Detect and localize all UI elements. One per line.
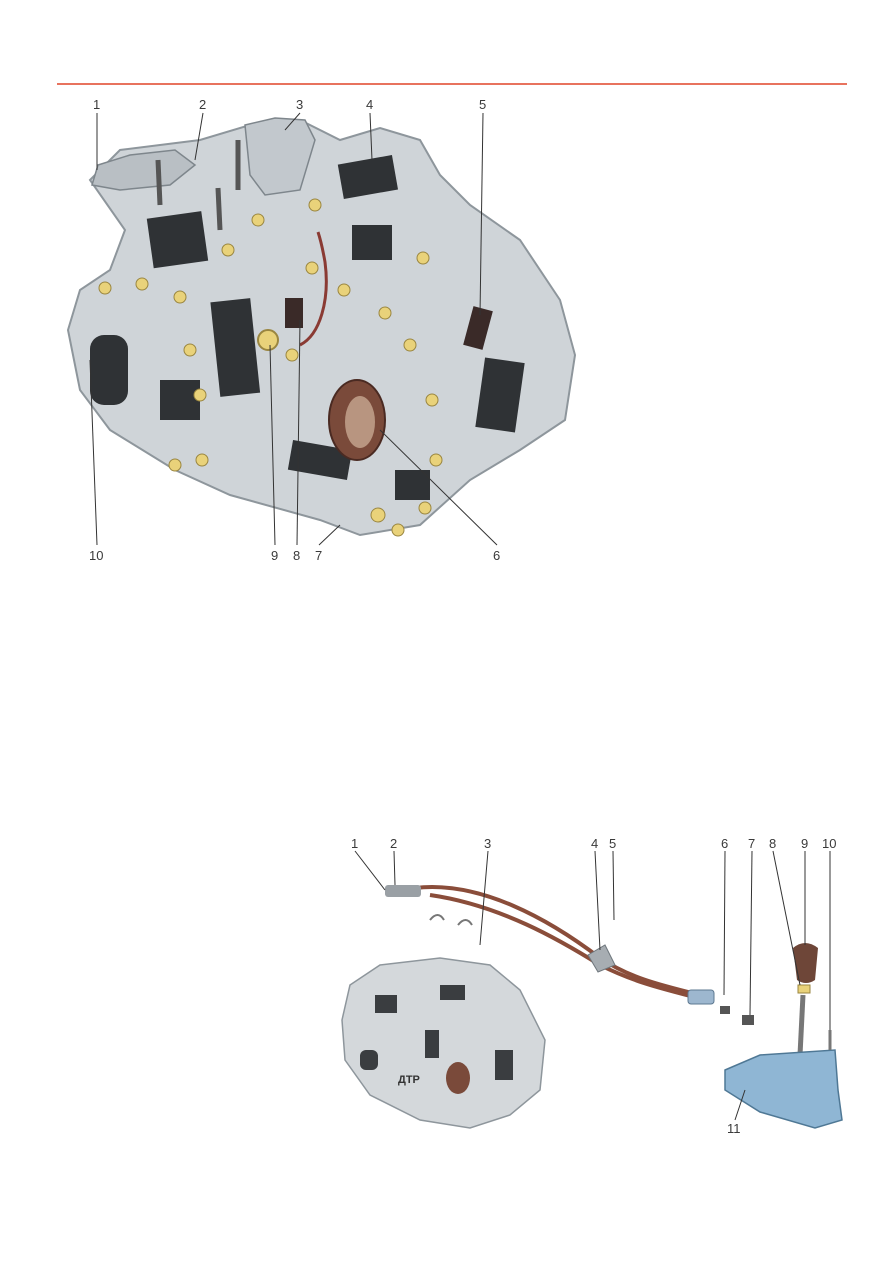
speed-sensor (463, 306, 493, 350)
case-marking: ДТР (398, 1074, 420, 1086)
callout-bottom-2: 2 (390, 836, 397, 851)
small-gearbox-housing (341, 957, 546, 1129)
callout-top-10: 10 (89, 548, 103, 563)
callout-top-1: 1 (93, 97, 100, 112)
shift-lever-base (724, 1049, 843, 1129)
callout-bottom-11: 11 (727, 1121, 741, 1136)
leader-lines (89, 112, 498, 546)
bolts (98, 198, 443, 537)
retaining-clips (429, 914, 473, 926)
callout-bottom-10: 10 (822, 836, 836, 851)
cable-connector-6 (687, 989, 715, 1005)
upper-arm (91, 149, 197, 191)
shift-knob (793, 943, 818, 983)
callout-top-7: 7 (315, 548, 322, 563)
header-rule (57, 83, 847, 85)
callout-top-4: 4 (366, 97, 373, 112)
callout-top-8: 8 (293, 548, 300, 563)
callout-bottom-3: 3 (484, 836, 491, 851)
sensor-wire (299, 231, 328, 347)
studs (155, 140, 241, 231)
gearbox-illustration: 1 2 3 4 5 6 7 8 9 10 (66, 97, 577, 563)
callout-bottom-6: 6 (721, 836, 728, 851)
callout-bottom-8: 8 (769, 836, 776, 851)
small-housing-recesses (360, 985, 513, 1080)
cable-bracket (587, 944, 616, 973)
bottom-leader-lines (354, 850, 831, 1121)
callout-top-6: 6 (493, 548, 500, 563)
shift-cable-a (414, 885, 701, 997)
callout-bottom-4: 4 (591, 836, 598, 851)
small-output-seal (446, 1062, 470, 1094)
knob-nut (797, 984, 811, 994)
shift-cable-b (429, 893, 706, 1002)
callout-bottom-9: 9 (801, 836, 808, 851)
callout-bottom-1: 1 (351, 836, 358, 851)
housing-recesses (90, 155, 525, 500)
shift-mechanism (244, 117, 316, 196)
cable-end-fitting (385, 885, 421, 897)
callout-top-9: 9 (271, 548, 278, 563)
shift-lever-rod (797, 994, 806, 1056)
callout-bottom-7: 7 (748, 836, 755, 851)
drain-plug (257, 329, 279, 351)
callout-top-2: 2 (199, 97, 206, 112)
cable-connector-7 (742, 1015, 754, 1025)
callout-top-5: 5 (479, 97, 486, 112)
callout-bottom-5: 5 (609, 836, 616, 851)
callout-top-3: 3 (296, 97, 303, 112)
sensor-connector (285, 298, 303, 328)
